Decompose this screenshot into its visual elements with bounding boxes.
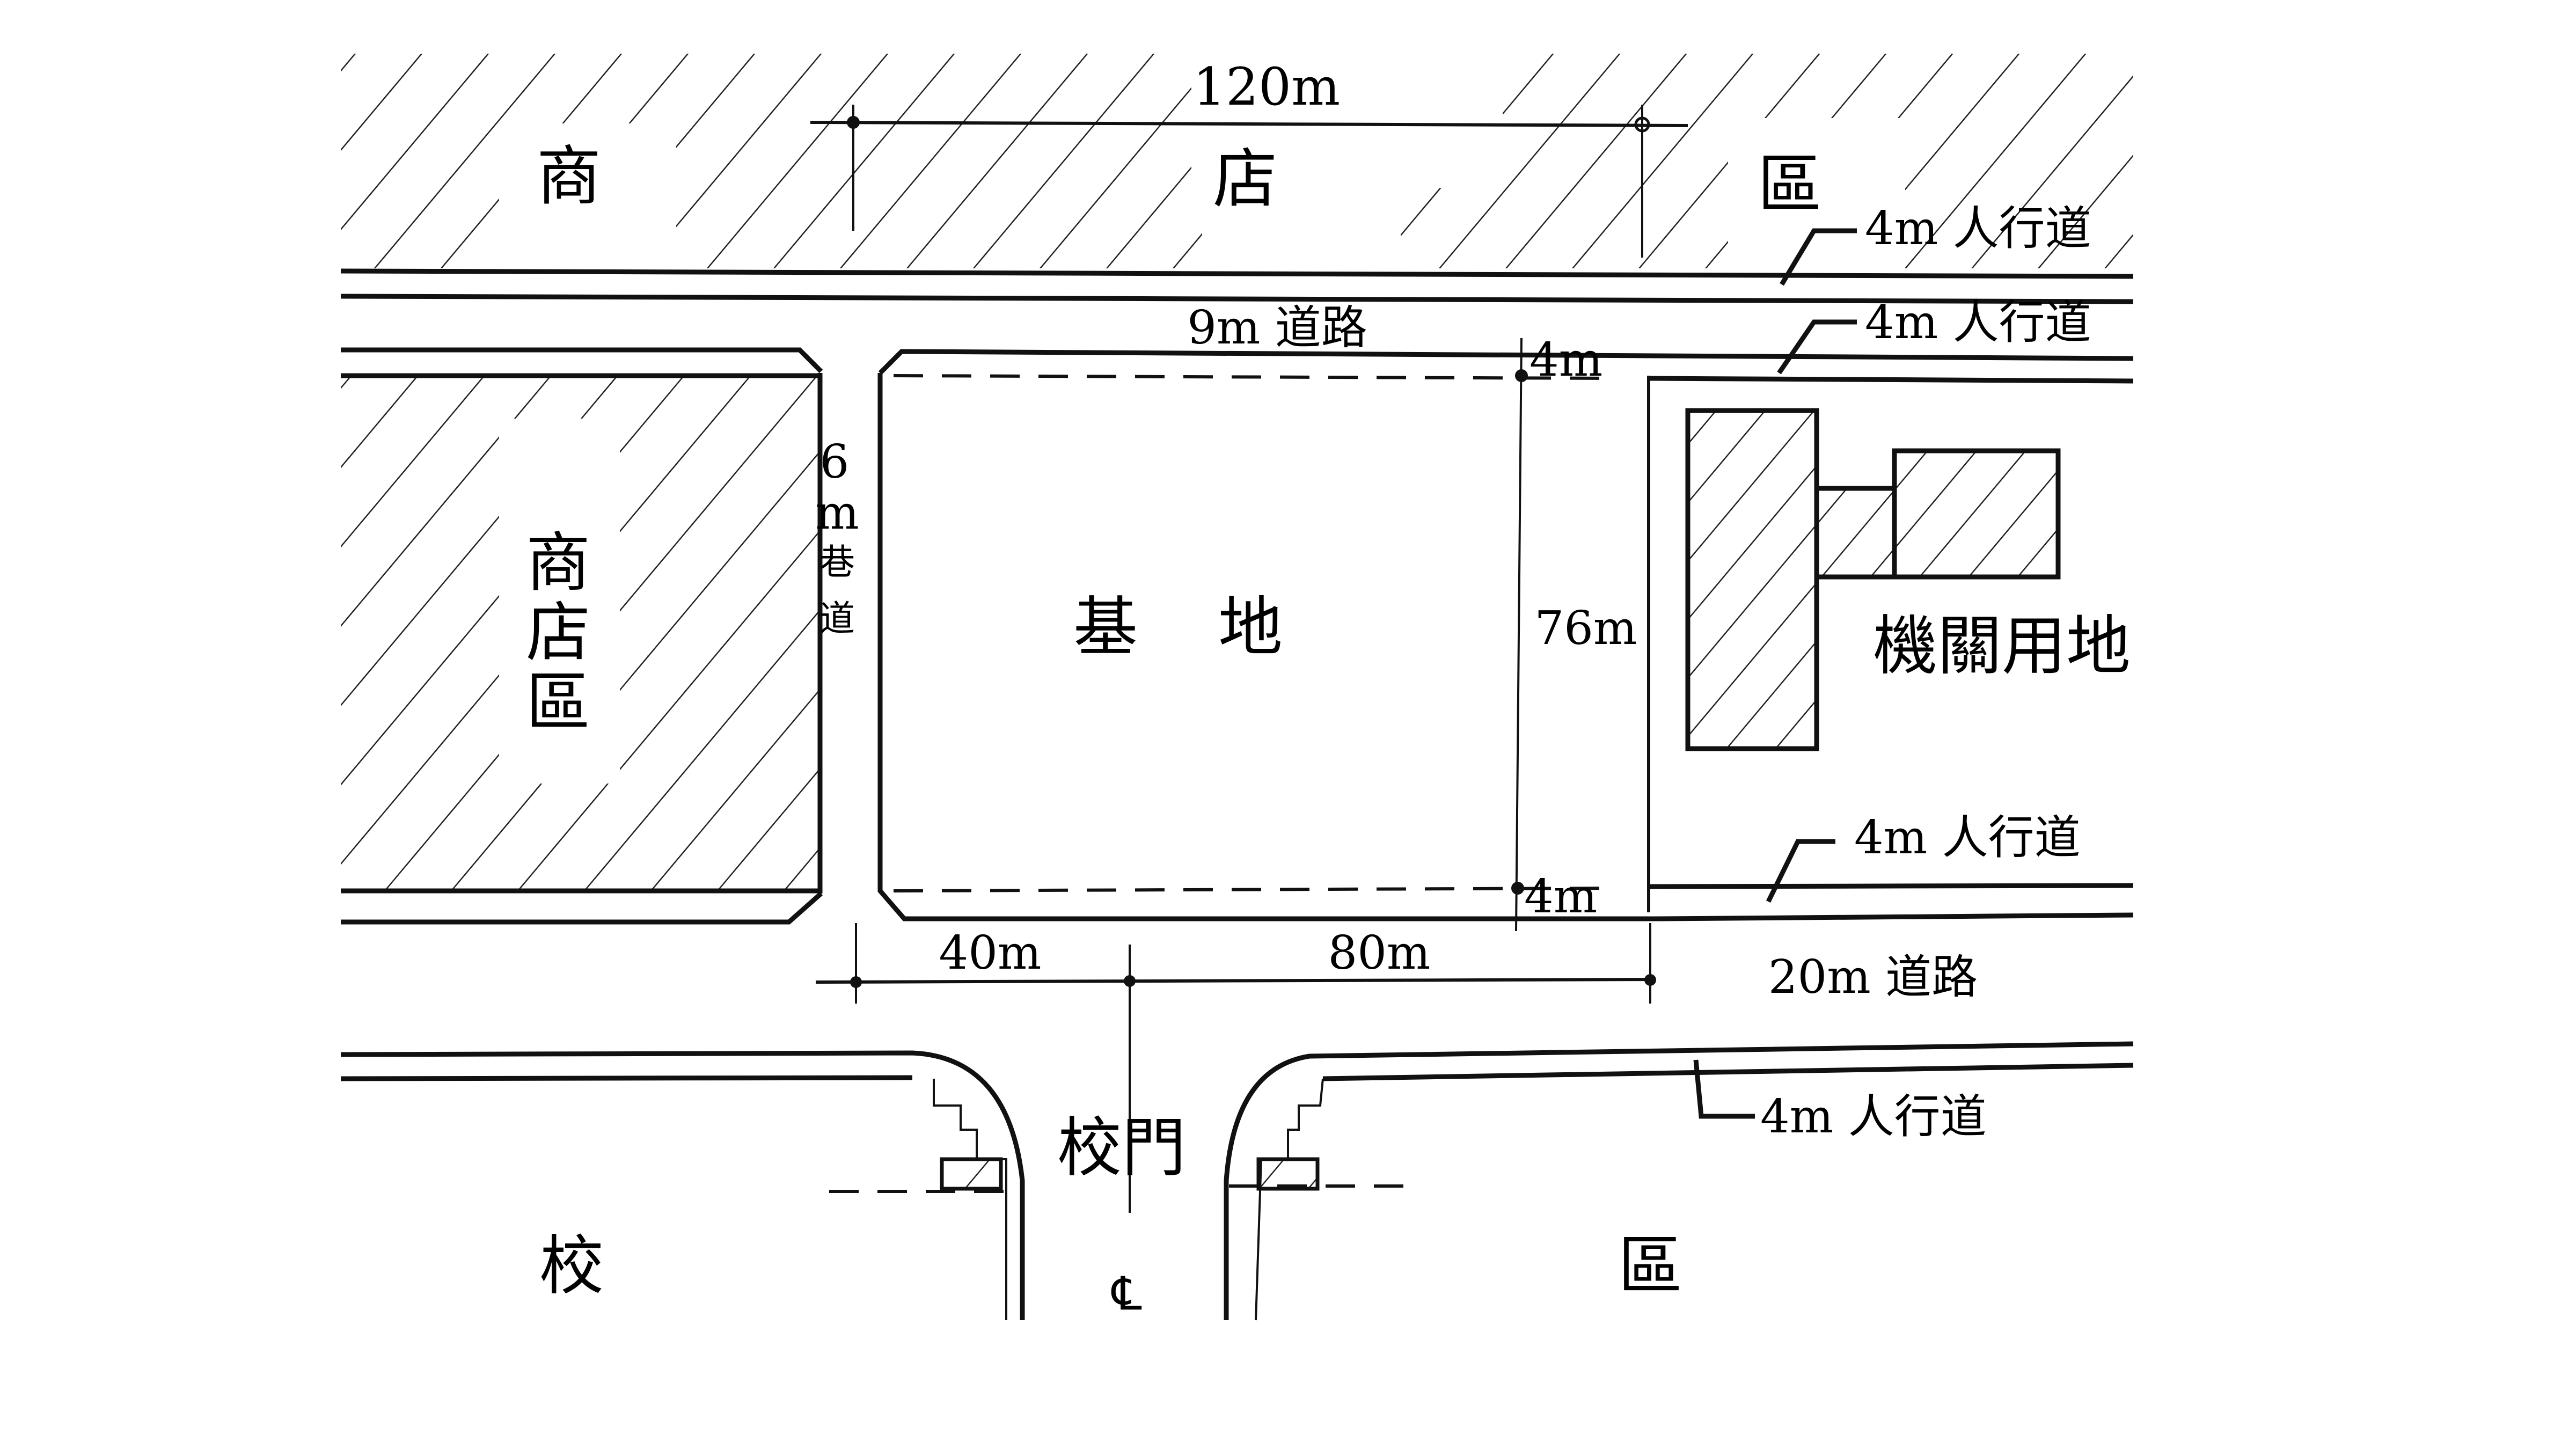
setback-top-label: 4m: [1529, 333, 1602, 387]
frontage-dimension: [815, 923, 1656, 1213]
left-shop-char: 區: [526, 665, 590, 740]
school-char-2: 區: [1618, 1229, 1682, 1304]
left-shop-char-1: 商店區: [526, 526, 590, 740]
left-shop-char: 店: [526, 596, 590, 670]
setback-bottom-label: 4m: [1524, 870, 1597, 924]
road-9m-edge: [340, 294, 2134, 304]
label-bg: [499, 123, 676, 306]
top-shop-zone: [341, 54, 2133, 306]
sidewalk-label-4: 4m 人行道: [1760, 1090, 1987, 1144]
top-shop-char-2: 店: [1213, 142, 1277, 217]
site-char-1: 基: [1073, 590, 1138, 665]
dimension-120m: [810, 105, 1688, 258]
dim-frontage-left: 40m: [939, 926, 1042, 980]
dim-top-width: 120m: [1193, 57, 1340, 117]
site-parcel: [877, 338, 2134, 932]
top-shop-char-3: 區: [1758, 148, 1822, 222]
alley-char-1: 6: [820, 435, 850, 489]
government-buildings: [1685, 408, 2061, 751]
government-land-label: 機關用地: [1873, 609, 2131, 684]
site-char-2: 地: [1218, 590, 1283, 665]
dim-site-depth: 76m: [1535, 602, 1637, 655]
road-20m-label: 20m 道路: [1768, 950, 1978, 1004]
centerline-icon: ℄: [1111, 1267, 1141, 1321]
shop-boundary-line: [340, 268, 2134, 279]
school-char-1: 校: [539, 1229, 604, 1304]
road-9m-label: 9m 道路: [1187, 301, 1367, 355]
left-shop-char: 商: [526, 526, 590, 601]
school-road-edges: [340, 1041, 2134, 1321]
top-shop-char-1: 商: [537, 140, 601, 214]
school-gate-label: 校門: [1057, 1111, 1186, 1185]
sidewalk-label-2: 4m 人行道: [1865, 296, 2091, 349]
left-shop-zone: [341, 347, 823, 925]
sidewalk-leaders: [1693, 228, 1857, 1119]
alley-char-3: 巷: [819, 541, 855, 583]
dim-frontage-right: 80m: [1328, 926, 1431, 980]
alley-char-4: 道: [819, 598, 855, 639]
alley-char-2: m: [815, 486, 859, 540]
sidewalk-label-3: 4m 人行道: [1854, 811, 2081, 865]
sidewalk-label-1: 4m 人行道: [1865, 202, 2091, 255]
